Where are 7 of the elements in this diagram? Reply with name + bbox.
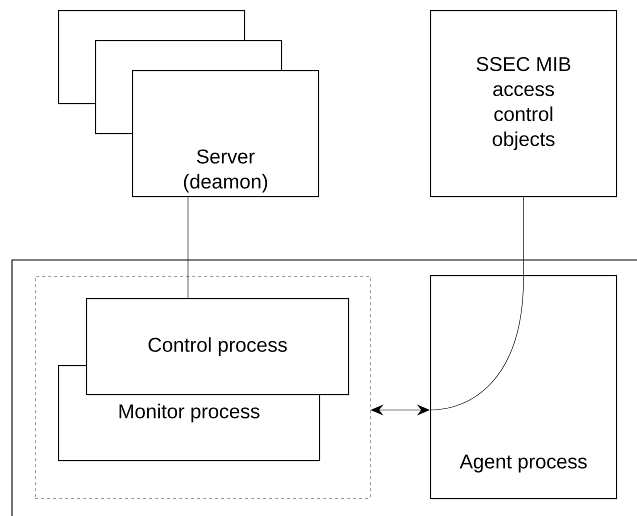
system-frame (11, 259, 637, 516)
agent-box: Agent process (430, 275, 618, 500)
object-box: SSEC MIB access control objects (430, 10, 618, 198)
process-group (35, 276, 370, 498)
connector-line (430, 196, 524, 410)
process-box: Control process (86, 298, 350, 396)
server-box: Server (deamon) (132, 70, 320, 198)
